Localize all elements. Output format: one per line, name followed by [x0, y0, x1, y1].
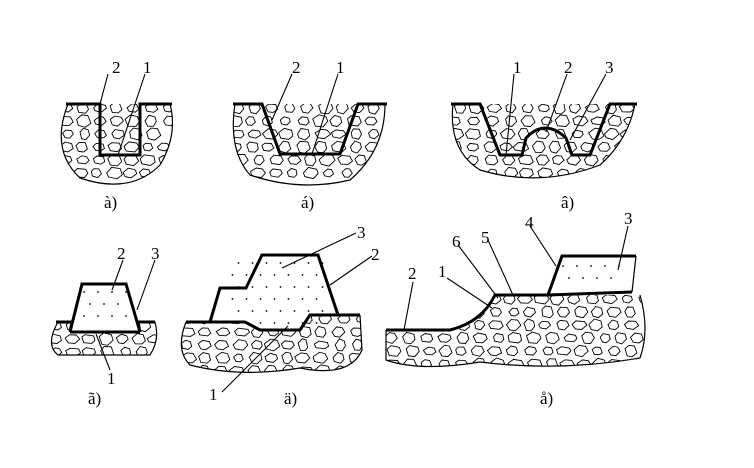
panel-a-trench-profile: [66, 102, 172, 157]
panel-e-label-1: 1: [209, 385, 218, 404]
panel-c-stone-texture: [452, 104, 635, 178]
panel-d-caption: ã): [88, 389, 101, 408]
panel-d-label-2: 2: [117, 244, 126, 263]
panel-f: 4 3 6 5 2 1 å): [385, 209, 646, 408]
panel-b-label-1: 1: [336, 58, 345, 77]
panel-f-fill-dots: [562, 265, 620, 279]
panel-c-leader-1: [505, 73, 515, 156]
panel-d-leader-1: [95, 333, 111, 371]
panel-d-label-1: 1: [107, 369, 116, 388]
panel-e: 3 2 1 ä): [180, 223, 380, 408]
panel-e-soil-outline: [180, 314, 363, 373]
panel-b: 2 1 á): [232, 58, 387, 212]
panel-a-leader-1: [117, 73, 146, 156]
panel-b-stone-texture: [233, 104, 385, 180]
panel-e-caption: ä): [284, 389, 297, 408]
panel-e-fill-dots: [231, 262, 324, 324]
panel-c-leader-3: [569, 73, 607, 141]
panel-e-embankment-profile: [186, 253, 360, 324]
panel-b-trench-profile: [233, 102, 387, 156]
panel-e-label-2: 2: [371, 245, 380, 264]
panel-f-leader-5: [487, 239, 514, 296]
panel-a-leader-2: [99, 73, 109, 105]
panel-d: 2 3 1 ã): [50, 244, 160, 408]
panel-f-caption: å): [540, 389, 553, 408]
panel-a: 2 1 à): [60, 58, 174, 212]
panel-f-leader-6: [457, 244, 499, 299]
panel-d-label-3: 3: [151, 244, 160, 263]
panel-b-label-2: 2: [292, 58, 301, 77]
panel-b-leader-2: [271, 73, 293, 121]
panel-a-caption: à): [104, 193, 117, 212]
panel-b-caption: á): [301, 193, 314, 212]
panel-c-label-3: 3: [605, 58, 614, 77]
panel-f-leader-2: [403, 281, 414, 331]
panel-c-trench-profile: [451, 102, 637, 157]
panel-f-leader-4: [529, 225, 557, 267]
panel-e-label-3: 3: [357, 223, 366, 242]
panel-d-fill-dots: [83, 291, 127, 317]
panel-f-fill-edge: [631, 255, 637, 293]
panel-c-label-1: 1: [513, 58, 522, 77]
panel-f-surface-profile: [386, 254, 636, 332]
panel-f-label-2: 2: [408, 264, 417, 283]
panel-e-leader-1: [221, 325, 289, 393]
panel-e-leader-2: [329, 255, 373, 286]
panel-e-base-line: [210, 313, 338, 332]
panel-d-leader-3: [136, 259, 156, 311]
panel-e-leader-3: [281, 232, 357, 269]
panel-c-soil-outline: [451, 103, 636, 179]
panel-d-mound-profile: [56, 282, 155, 333]
panel-f-fill-base: [547, 290, 633, 297]
panel-a-label-1: 1: [143, 58, 152, 77]
panel-f-label-6: 6: [452, 232, 461, 251]
panel-d-leader-2: [111, 259, 124, 291]
panel-b-leader-1: [311, 73, 339, 155]
panel-f-label-3: 3: [624, 209, 633, 228]
panel-f-label-1: 1: [438, 262, 447, 281]
panel-b-soil-outline: [232, 103, 386, 186]
panel-c-leader-2: [545, 73, 568, 133]
panel-c: 1 2 3 â): [451, 58, 637, 212]
panel-c-label-2: 2: [564, 58, 573, 77]
panel-f-label-4: 4: [525, 213, 534, 232]
panel-f-label-5: 5: [481, 228, 490, 247]
panel-a-label-2: 2: [112, 58, 121, 77]
panel-f-leader-1: [446, 277, 493, 309]
panel-f-leader-3: [617, 225, 629, 271]
panel-c-caption: â): [561, 193, 574, 212]
